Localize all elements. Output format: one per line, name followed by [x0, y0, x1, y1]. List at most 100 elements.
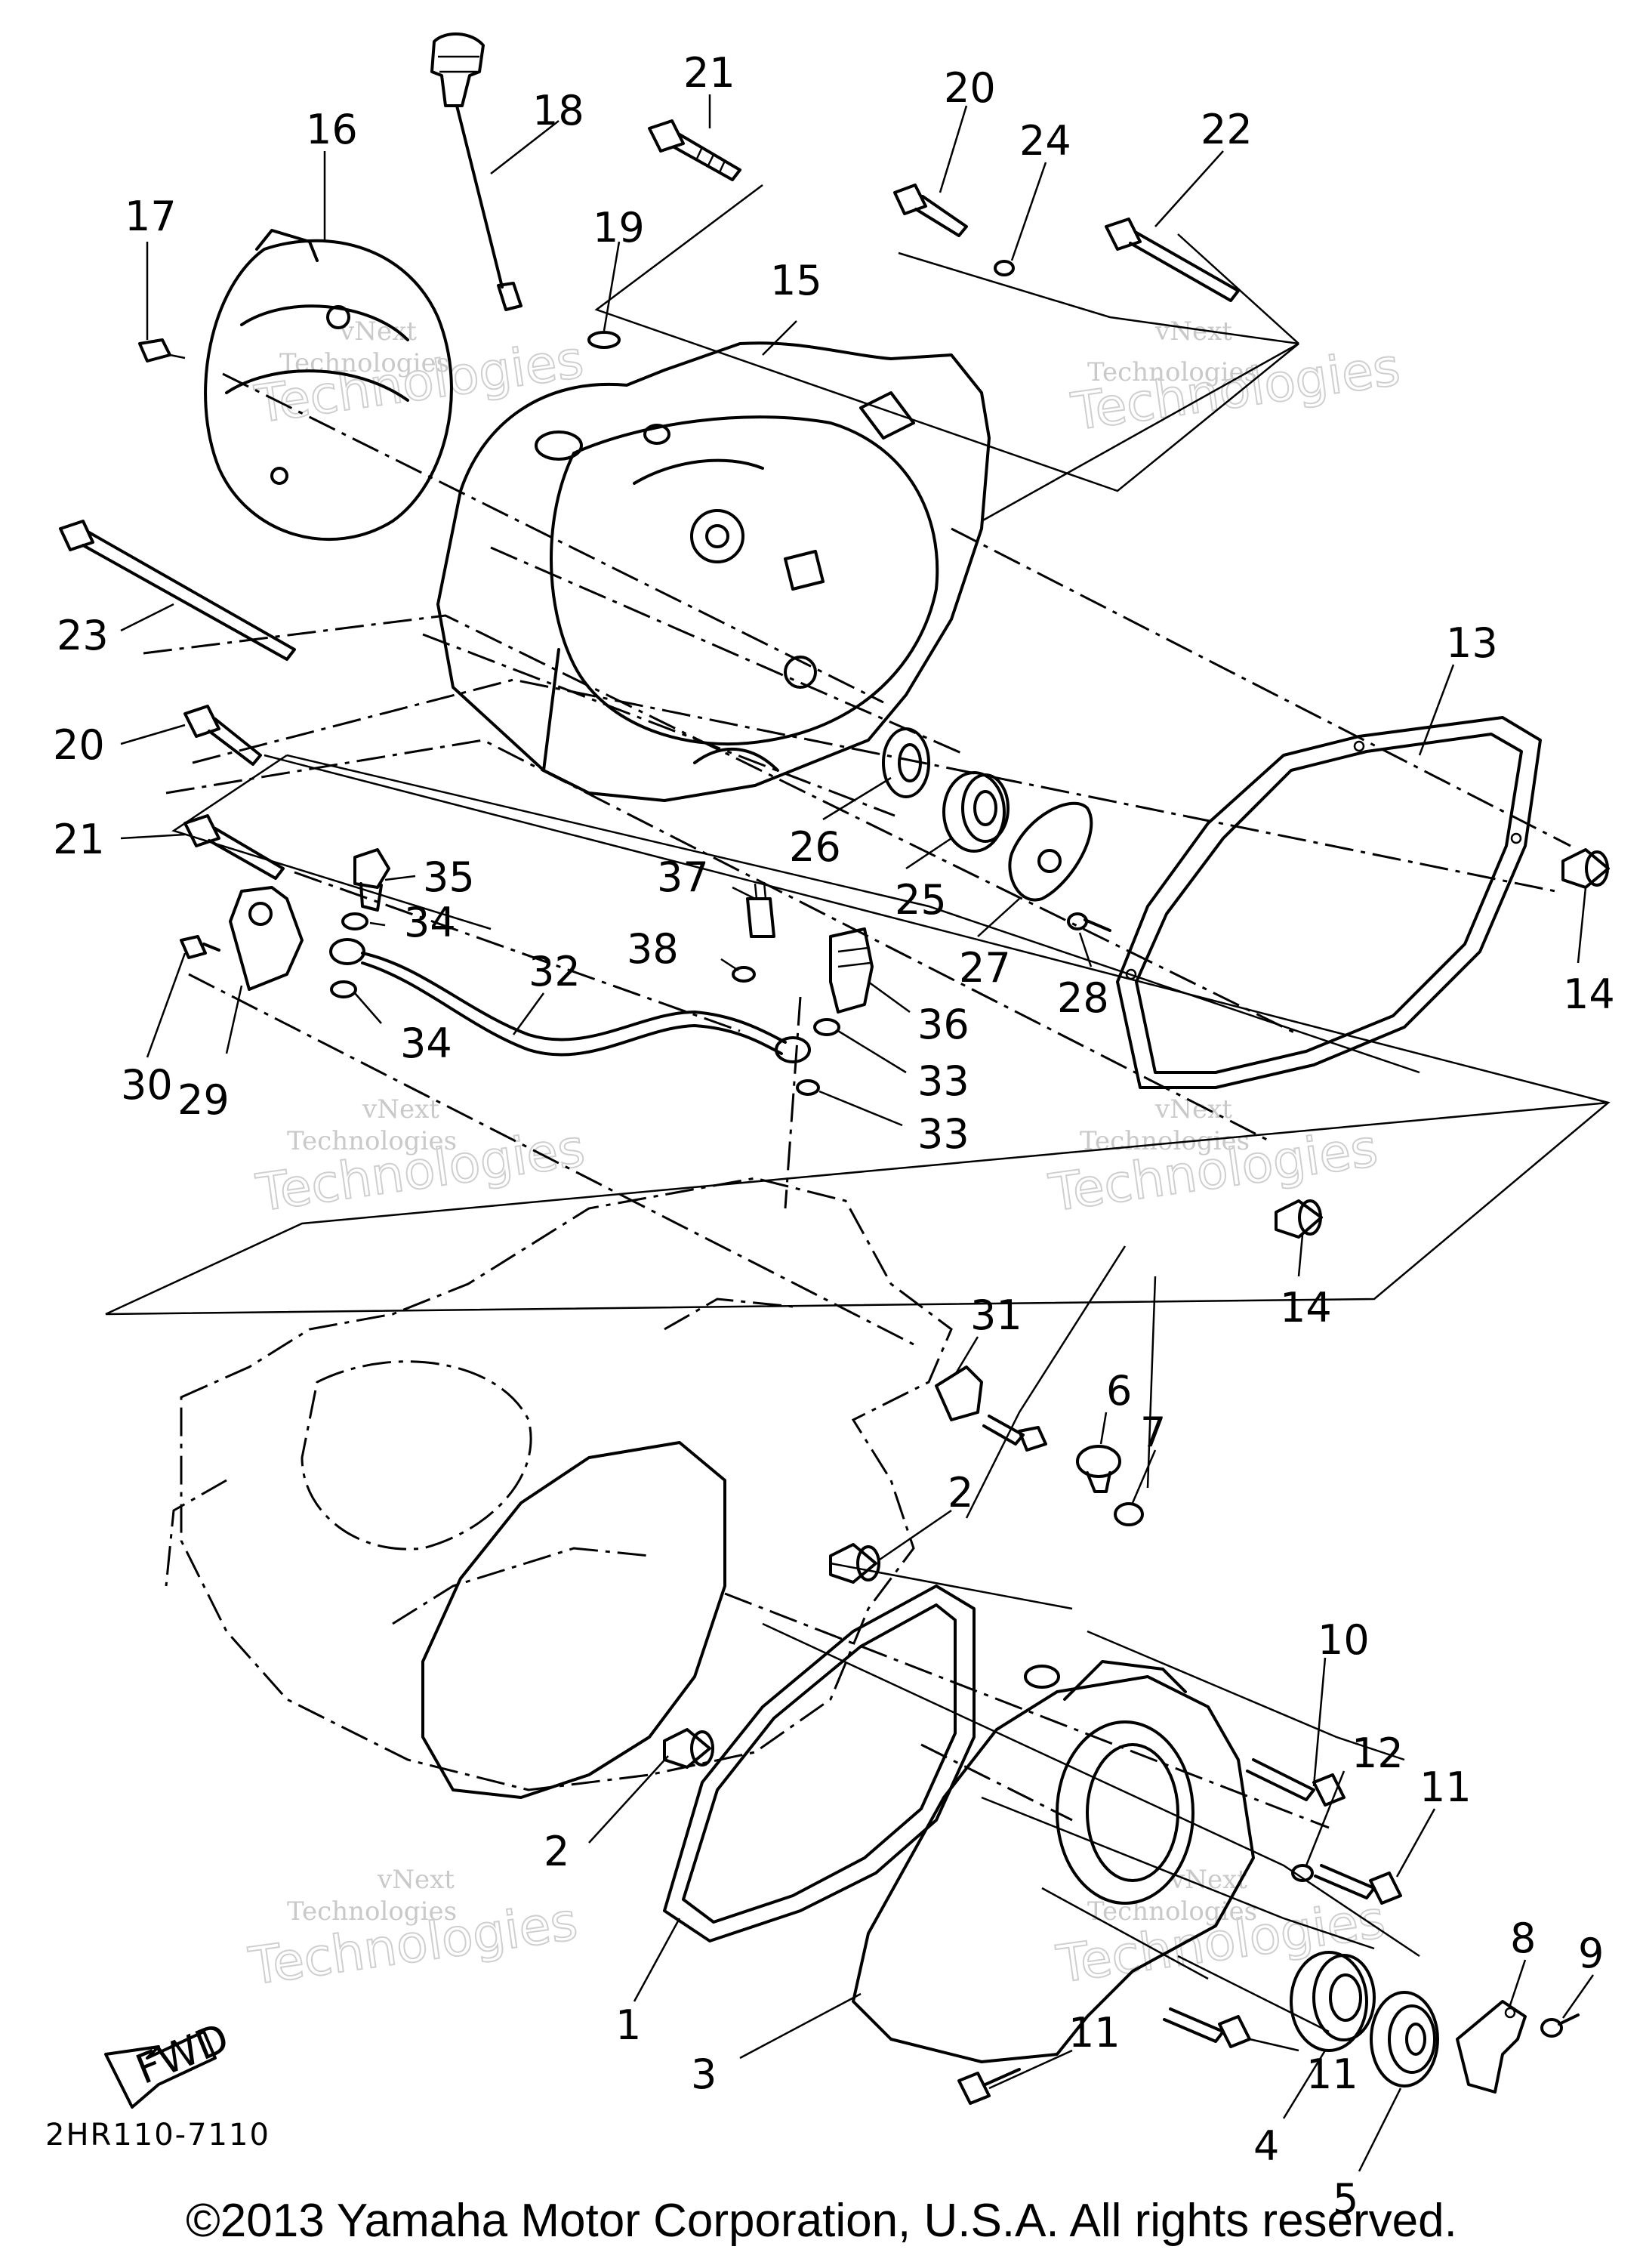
part-3-crankcase-cover	[852, 1660, 1255, 2063]
callout-numbers: 16 17 18 19 21 15 20 24 22 23 20 21 13 1…	[53, 49, 1615, 2223]
callout-11-upper: 10	[1318, 1616, 1370, 1664]
callout-1: 1	[615, 2001, 641, 2049]
callout-13: 13	[1446, 619, 1498, 667]
part-18-dipstick	[430, 32, 522, 311]
callout-38: 38	[627, 925, 679, 973]
callout-20-left: 20	[53, 721, 105, 769]
part-29-bracket	[229, 886, 304, 991]
part-14-dowel-lower	[1275, 1199, 1323, 1239]
callout-11-right: 11	[1420, 1763, 1472, 1811]
callout-33-lower: 33	[917, 1110, 969, 1158]
watermark-text: Technologies	[287, 1126, 457, 1156]
part-15-crankcase-cover	[436, 341, 991, 802]
callout-26: 26	[789, 823, 841, 871]
part-6-retainer	[1456, 2000, 1527, 2094]
watermark-text: Technologies	[1080, 1126, 1250, 1156]
part-17-bolt	[138, 338, 186, 363]
callout-33-upper: 33	[917, 1057, 969, 1105]
callout-12: 12	[1352, 1730, 1404, 1777]
part-8-drain-plug	[1076, 1445, 1121, 1493]
callout-2-lower: 2	[544, 1828, 569, 1875]
callout-25: 25	[895, 876, 947, 924]
part-16-flywheel-cover	[204, 229, 453, 542]
watermark-text: vNext	[362, 1094, 439, 1125]
callout-19: 19	[593, 204, 645, 251]
part-13-gasket	[1116, 716, 1542, 1089]
part-11-bolt-middle	[1314, 1864, 1402, 1905]
callout-22: 22	[1201, 106, 1253, 153]
diagram-code: 2HR110-7110	[45, 2118, 270, 2152]
callout-8: 6	[1106, 1367, 1132, 1415]
callout-31: 31	[970, 1291, 1022, 1339]
watermark-text: vNext	[1154, 1094, 1232, 1125]
callout-36: 36	[917, 1001, 969, 1048]
callout-5: 5	[1333, 2175, 1358, 2223]
part-20-bolt-lower	[183, 705, 262, 766]
part-14-dowel-upper	[1561, 848, 1610, 889]
callout-21-top: 21	[683, 49, 735, 97]
part-37-switch	[746, 881, 775, 938]
part-20-bolt	[893, 184, 968, 237]
callout-30: 30	[121, 1061, 173, 1109]
callout-14-lower: 14	[1280, 1284, 1332, 1331]
part-30-bolt	[180, 935, 220, 959]
watermark-text: Technologies	[251, 330, 587, 435]
part-36-fitting	[829, 927, 874, 1014]
part-5-oil-seal	[1370, 1991, 1439, 2087]
fwd-label: FWD	[129, 2013, 235, 2094]
part-27-plate	[1008, 801, 1093, 902]
part-24-washer	[994, 260, 1015, 276]
watermark-text: Technologies	[279, 348, 449, 378]
watermark-text: vNext	[1154, 316, 1232, 347]
callout-17: 17	[125, 193, 177, 240]
callout-15: 15	[770, 257, 822, 304]
part-11-bolt-lower	[1163, 2007, 1251, 2048]
callout-2-upper: 2	[948, 1469, 973, 1517]
callout-20-top: 20	[944, 64, 996, 112]
copyright-notice: ©2013 Yamaha Motor Corporation, U.S.A. A…	[186, 2195, 1457, 2247]
callout-10: 11	[1068, 2009, 1121, 2057]
part-35-union-bolt	[353, 848, 390, 912]
part-2-dowel-upper	[829, 1543, 880, 1584]
part-38-washer	[732, 966, 756, 983]
callout-14-upper: 14	[1563, 970, 1615, 1018]
watermark-text: vNext	[377, 1865, 455, 1895]
callout-6: 8	[1510, 1915, 1536, 1962]
part-19-o-ring	[587, 331, 621, 349]
callout-4: 4	[1253, 2122, 1279, 2170]
callout-3: 3	[691, 2050, 717, 2098]
callout-7: 9	[1578, 1930, 1604, 1977]
part-9-o-ring	[1114, 1502, 1144, 1526]
part-11-bolt-upper	[1246, 1758, 1346, 1807]
part-10-bolt	[957, 2068, 1021, 2105]
part-34-washer-lower	[330, 980, 357, 998]
callout-9: 7	[1140, 1409, 1166, 1456]
part-33-washer-upper	[813, 1018, 840, 1036]
engine-crankcase-outline	[165, 1177, 953, 1791]
callout-34-upper: 34	[404, 899, 456, 946]
part-26-oil-seal	[882, 727, 930, 798]
callout-37: 37	[657, 853, 709, 901]
part-32-oil-pipe	[329, 938, 811, 1063]
alignment-lines	[105, 184, 1611, 2033]
part-23-long-bolt	[59, 520, 296, 661]
part-22-long-bolt	[1105, 218, 1240, 302]
callout-28: 28	[1057, 974, 1109, 1022]
part-31-clamp	[935, 1365, 1047, 1452]
part-25-bearing	[942, 771, 1010, 853]
part-34-washer-upper	[341, 912, 368, 930]
part-1-gasket	[663, 1585, 976, 1942]
fwd-arrow-icon: FWD	[104, 2013, 236, 2109]
part-4-bearing	[1290, 1951, 1376, 2052]
watermark-text: vNext	[339, 316, 417, 347]
part-7-screw	[1540, 2013, 1580, 2038]
callout-23: 23	[57, 612, 109, 659]
part-21-bolt-lower	[183, 814, 285, 880]
part-33-washer-lower	[796, 1079, 820, 1096]
part-2-dowel-lower	[663, 1728, 714, 1769]
callout-leaders	[120, 94, 1595, 2172]
callout-18: 18	[532, 87, 584, 134]
callout-27: 27	[959, 944, 1011, 992]
callout-16: 16	[306, 106, 358, 153]
